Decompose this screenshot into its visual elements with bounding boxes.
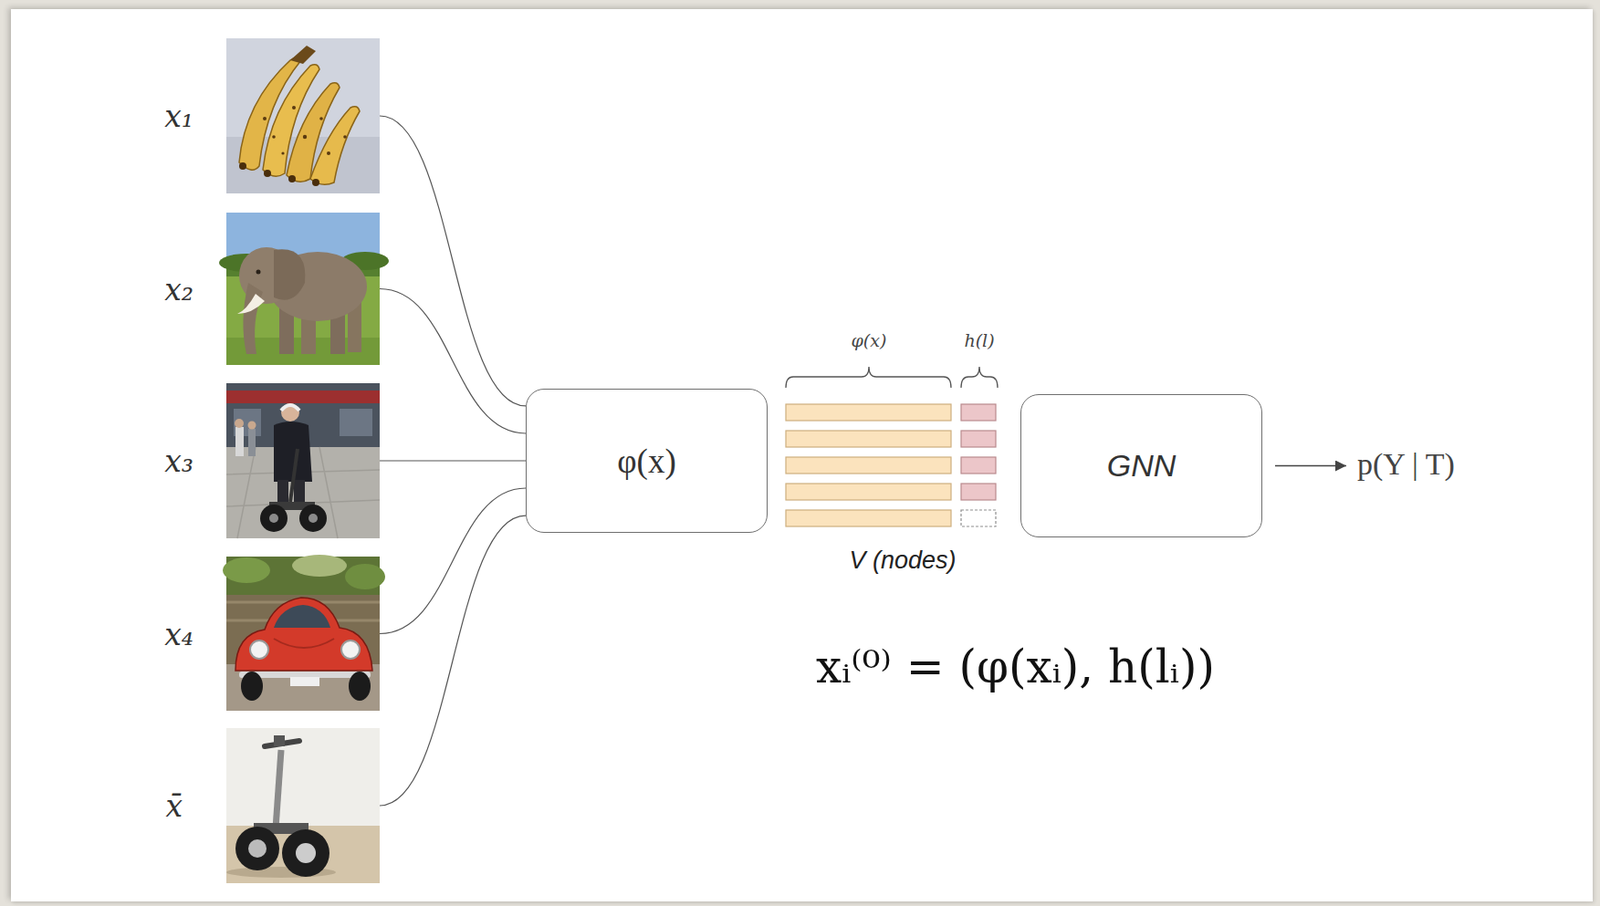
- box-label: φ(x): [616, 441, 677, 482]
- feature-stack: [785, 457, 952, 474]
- segway-photo: [295, 843, 316, 864]
- banana-photo: [263, 169, 272, 178]
- brace: [785, 366, 998, 388]
- segway-rider-photo: [235, 427, 244, 457]
- segway-photo: [275, 750, 282, 829]
- banana-photo: [281, 151, 284, 155]
- elephant-photo: [273, 249, 305, 301]
- formula: xᵢ⁽⁰⁾ = (φ(xᵢ), h(lᵢ)): [815, 640, 1215, 694]
- segway-rider-photo: [248, 428, 256, 457]
- output-arrow: [1275, 465, 1347, 468]
- input-curve: [379, 488, 526, 634]
- segway-rider-photo: [226, 390, 380, 404]
- banana-photo: [326, 151, 331, 156]
- red-car-photo: [348, 671, 371, 701]
- brace-label: h(l): [963, 330, 994, 351]
- feature-stack: [961, 404, 996, 421]
- segway-rider-photo: [234, 418, 244, 429]
- red-car-photo: [290, 677, 320, 687]
- feature-stack: [785, 430, 952, 448]
- input-curve: [379, 289, 526, 434]
- banana-photo: [303, 135, 307, 139]
- gnn-box: GNN: [1020, 394, 1263, 538]
- red-car-photo: [235, 597, 373, 671]
- input-curve: [379, 515, 526, 806]
- segway-rider-photo: [339, 408, 373, 437]
- feature-stack: [961, 510, 996, 527]
- red-car-photo: [250, 640, 269, 659]
- feature-stack: [785, 510, 952, 527]
- banana-photo: [262, 116, 267, 121]
- banana-photo: [343, 135, 347, 139]
- input-image: x₃: [226, 383, 380, 539]
- feature-stack: [785, 404, 996, 527]
- banana-photo: [226, 38, 380, 194]
- segway-photo: [273, 735, 285, 747]
- input-label: x₃: [164, 443, 194, 480]
- banana-photo: [271, 135, 276, 139]
- feature-stack: [961, 483, 996, 501]
- segway-photo: [226, 728, 380, 884]
- input-image: x₂: [226, 212, 380, 366]
- banana-photo: [312, 178, 320, 187]
- segway-photo: [235, 826, 280, 871]
- red-car-photo: [222, 557, 271, 584]
- elephant-photo: [242, 282, 263, 355]
- segway-rider-photo: [308, 513, 318, 523]
- encoder-box: φ(x): [525, 388, 768, 534]
- segway-rider-photo: [248, 421, 257, 430]
- banana-photo: [319, 116, 324, 121]
- red-car-photo: [341, 640, 360, 659]
- input-label: x̄: [165, 788, 183, 825]
- input-label: x₁: [164, 98, 194, 135]
- segway-rider-photo: [281, 403, 300, 422]
- input-label: x₄: [164, 616, 194, 652]
- banana-photo: [292, 105, 296, 110]
- input-image: x₁: [226, 38, 380, 194]
- segway-photo: [282, 829, 330, 878]
- segway-rider-photo: [269, 513, 279, 523]
- elephant-photo: [219, 212, 389, 366]
- feature-stack: [785, 483, 952, 501]
- segway-rider-photo: [290, 449, 298, 502]
- segway-photo: [248, 839, 267, 858]
- banana-photo: [226, 38, 380, 194]
- brace: [785, 366, 952, 388]
- output-label: p(Y | T): [1357, 447, 1518, 482]
- brace-label: φ(x): [851, 330, 888, 351]
- input-curve: [379, 460, 526, 461]
- feature-stack: [961, 457, 996, 474]
- input-image: x₄: [226, 556, 380, 712]
- output-node: p(Y | T): [1357, 447, 1518, 486]
- segway-rider-photo: [299, 504, 327, 533]
- red-car-photo: [222, 554, 386, 712]
- banana-photo: [239, 162, 247, 170]
- box-label: GNN: [1107, 448, 1177, 484]
- segway-photo: [226, 826, 380, 884]
- input-image: x̄: [226, 728, 380, 884]
- elephant-photo: [256, 270, 262, 275]
- feature-stack: [785, 404, 952, 421]
- red-car-photo: [345, 564, 386, 590]
- segway-rider-photo: [226, 383, 380, 539]
- elephant-photo: [237, 293, 265, 314]
- node-feature-stack: φ(x)h(l)V (nodes): [785, 404, 1001, 529]
- banana-photo: [310, 106, 360, 186]
- red-car-photo: [273, 605, 331, 628]
- red-car-photo: [273, 638, 335, 649]
- banana-photo: [290, 45, 316, 64]
- segway-rider-photo: [281, 405, 300, 411]
- red-car-photo: [292, 554, 347, 577]
- input-label: x₂: [164, 271, 194, 307]
- segway-photo: [226, 728, 380, 884]
- red-car-photo: [240, 671, 263, 701]
- banana-photo: [288, 175, 296, 183]
- segway-rider-photo: [260, 504, 288, 533]
- brace: [961, 366, 998, 388]
- input-curve: [379, 115, 526, 407]
- feature-stack: [961, 430, 996, 448]
- stack-caption: V (nodes): [848, 546, 956, 576]
